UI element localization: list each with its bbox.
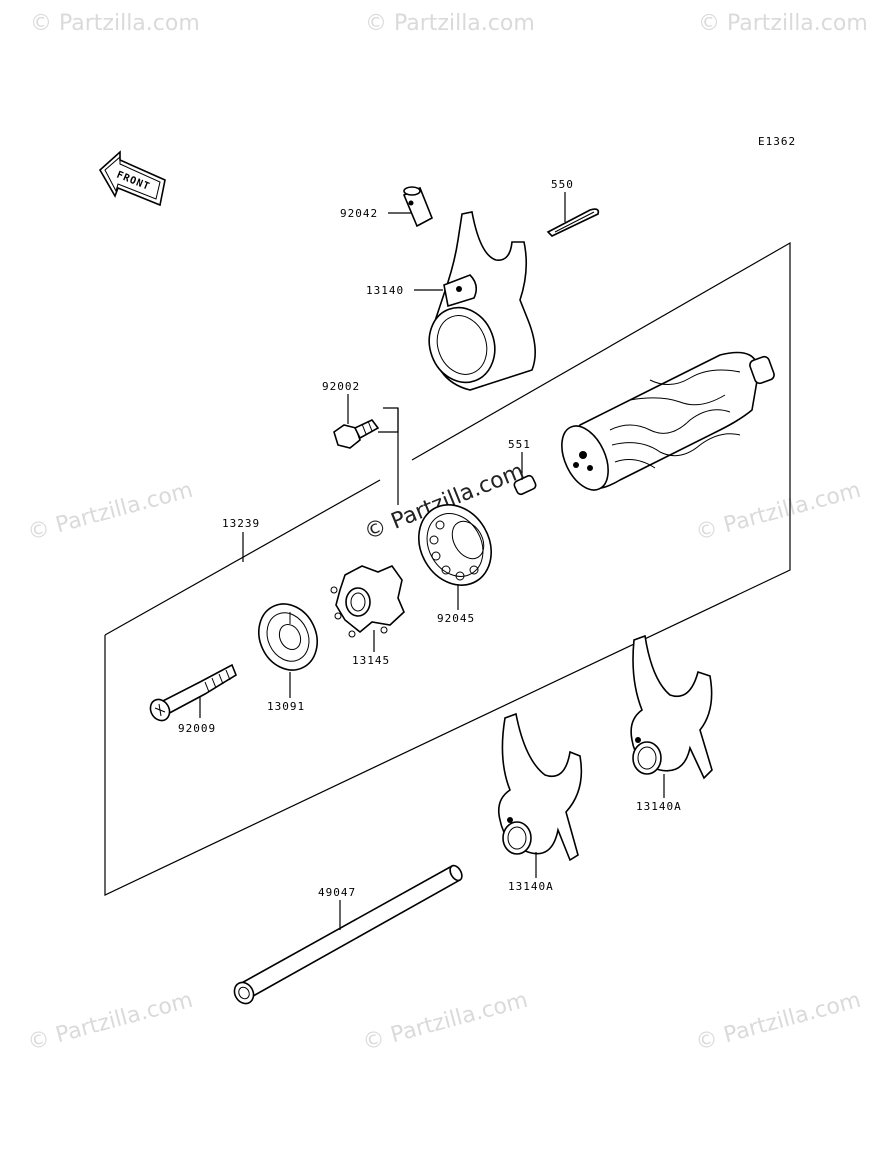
leader-92002-bolt bbox=[378, 407, 399, 433]
disc-13091 bbox=[258, 603, 318, 671]
watermark: © Partzilla.com bbox=[25, 988, 195, 1056]
part-label-92002: 92002 bbox=[322, 380, 360, 393]
part-label-551: 551 bbox=[508, 438, 531, 451]
screw-92009 bbox=[149, 663, 237, 722]
part-label-92042: 92042 bbox=[340, 207, 378, 220]
part-label-13140A-upper: 13140A bbox=[636, 800, 682, 813]
part-label-550: 550 bbox=[551, 178, 574, 191]
watermark: © Partzilla.com bbox=[693, 478, 863, 546]
front-arrow-icon: FRONT bbox=[98, 150, 166, 207]
part-label-92009: 92009 bbox=[178, 722, 216, 735]
part-label-13140: 13140 bbox=[366, 284, 404, 297]
watermark: © Partzilla.com bbox=[365, 11, 535, 36]
part-label-13239: 13239 bbox=[222, 517, 260, 530]
star-plate-13145 bbox=[330, 565, 405, 638]
shift-drum bbox=[561, 351, 775, 491]
watermark: © Partzilla.com bbox=[693, 988, 863, 1056]
part-label-13091: 13091 bbox=[267, 700, 305, 713]
part-label-49047: 49047 bbox=[318, 886, 356, 899]
bolt-92002 bbox=[333, 418, 380, 449]
bearing-92045 bbox=[418, 504, 492, 586]
shift-fork-13140 bbox=[428, 211, 536, 391]
shaft-49047 bbox=[233, 864, 463, 1005]
watermark: © Partzilla.com bbox=[360, 988, 530, 1056]
watermark: © Partzilla.com bbox=[25, 478, 195, 546]
pin-92042 bbox=[402, 186, 434, 228]
cotter-pin-550 bbox=[546, 208, 600, 237]
part-label-13145: 13145 bbox=[352, 654, 390, 667]
diagram-code: E1362 bbox=[758, 135, 796, 148]
watermark: © Partzilla.com bbox=[698, 11, 868, 36]
shift-fork-13140A-upper bbox=[630, 634, 713, 780]
watermark: © Partzilla.com bbox=[30, 11, 200, 36]
shift-fork-13140A-lower bbox=[497, 712, 583, 862]
part-label-92045: 92045 bbox=[437, 612, 475, 625]
part-label-13140A-lower: 13140A bbox=[508, 880, 554, 893]
